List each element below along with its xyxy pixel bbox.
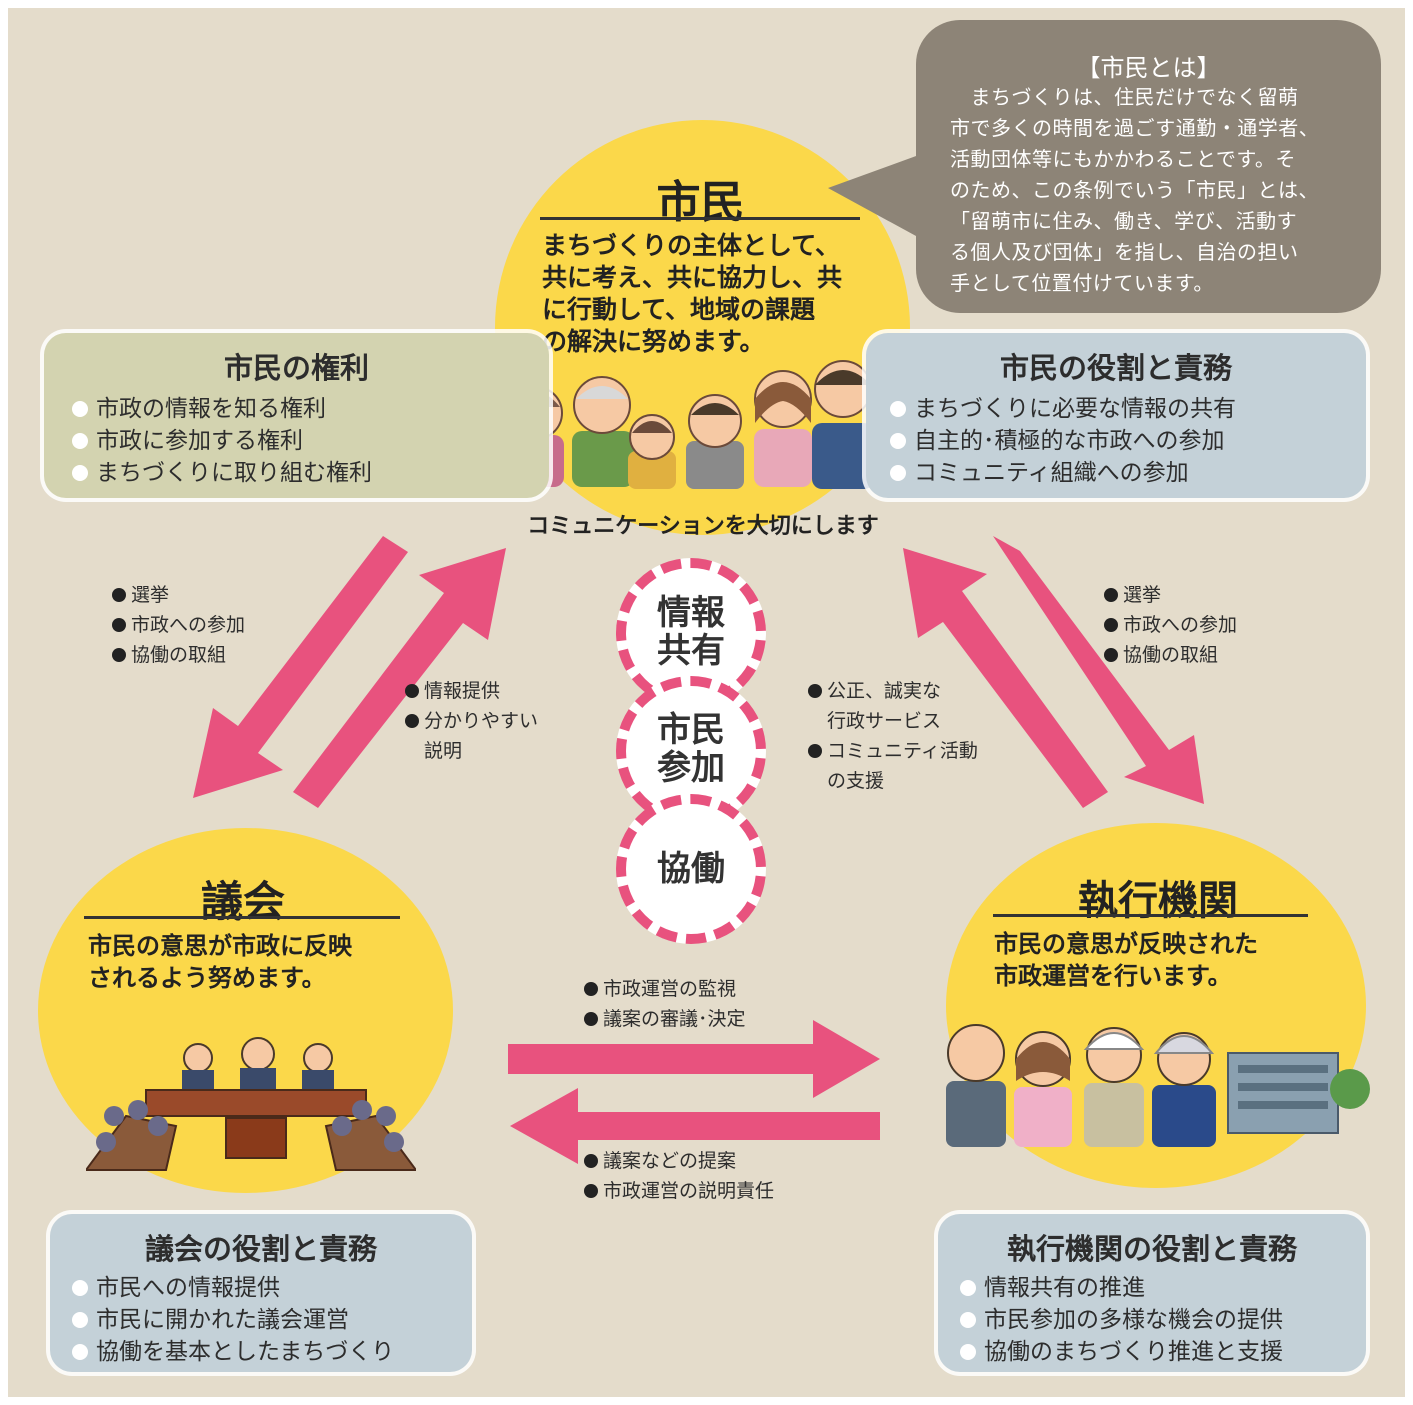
executive-roles-box: 執行機関の役割と責務 情報共有の推進 市民参加の多様な機会の提供 協働のまちづく… <box>938 1214 1366 1372</box>
note-center-top: 市政運営の監視 議案の審議･決定 <box>584 974 746 1034</box>
arrow-executive-to-council <box>510 1088 880 1164</box>
citizen-roles-box: 市民の役割と責務 まちづくりに必要な情報の共有 自主的･積極的な市政への参加 コ… <box>866 333 1366 498</box>
pillar-label-participation: 市民 参加 <box>657 710 725 788</box>
callout-title: 【市民とは】 <box>1076 54 1221 82</box>
note-left-down: 情報提供 分かりやすい 説明 <box>405 676 538 766</box>
citizen-roles-title: 市民の役割と責務 <box>999 351 1232 385</box>
executive-title: 執行機関 <box>1078 878 1238 924</box>
person-father <box>812 360 874 489</box>
list-item: コミュニティ組織への参加 <box>890 457 1236 489</box>
council-roles-title: 議会の役割と責務 <box>144 1232 377 1266</box>
callout-citizen-definition: 【市民とは】 まちづくりは、住民だけでなく留萌 市で多くの時間を過ごす通勤・通学… <box>916 20 1381 313</box>
person-grandpa <box>572 376 634 487</box>
executive-staff-illustration <box>946 1024 1370 1147</box>
diagram-canvas: 市民 まちづくりの主体として、 共に考え、共に協力し、共 に行動して、地域の課題… <box>8 8 1405 1397</box>
council-roles-list: 市民への情報提供 市民に開かれた議会運営 協働を基本としたまちづくり <box>72 1272 394 1368</box>
citizen-rights-box: 市民の権利 市政の情報を知る権利 市政に参加する権利 まちづくりに取り組む権利 <box>44 333 549 498</box>
list-item: 市民参加の多様な機会の提供 <box>960 1304 1283 1336</box>
arrow-citizen-to-executive <box>993 536 1204 804</box>
callout-text: まちづくりは、住民だけでなく留萌 市で多くの時間を過ごす通勤・通学者、 活動団体… <box>950 85 1320 295</box>
citizen-title: 市民 <box>656 177 745 228</box>
communication-label: コミュニケーションを大切にします <box>527 514 879 539</box>
list-item: まちづくりに取り組む権利 <box>72 457 372 489</box>
pillar-label-collaboration: 協働 <box>657 849 725 889</box>
list-item: 市民に開かれた議会運営 <box>72 1304 394 1336</box>
callout-pointer <box>828 148 938 248</box>
council-title: 議会 <box>200 877 285 926</box>
citizen-roles-list: まちづくりに必要な情報の共有 自主的･積極的な市政への参加 コミュニティ組織への… <box>890 393 1236 489</box>
executive-roles-title: 執行機関の役割と責務 <box>1006 1232 1297 1266</box>
council-roles-box: 議会の役割と責務 市民への情報提供 市民に開かれた議会運営 協働を基本としたまち… <box>50 1214 472 1372</box>
arrow-executive-to-citizen <box>903 548 1108 808</box>
note-right-down: 公正、誠実な 行政サービス コミュニティ活動 の支援 <box>808 676 978 796</box>
list-item: 自主的･積極的な市政への参加 <box>890 425 1236 457</box>
list-item: 協働を基本としたまちづくり <box>72 1336 394 1368</box>
arrows-layer <box>193 536 1204 1164</box>
list-item: まちづくりに必要な情報の共有 <box>890 393 1236 425</box>
citizen-rights-title: 市民の権利 <box>223 351 369 385</box>
citizen-family-illustration <box>508 360 874 489</box>
note-right-up: 選挙 市政への参加 協働の取組 <box>1104 580 1237 670</box>
executive-roles-list: 情報共有の推進 市民参加の多様な機会の提供 協働のまちづくり推進と支援 <box>960 1272 1283 1368</box>
arrow-council-to-executive <box>508 1020 880 1098</box>
list-item: 市政に参加する権利 <box>72 425 372 457</box>
citizen-rights-list: 市政の情報を知る権利 市政に参加する権利 まちづくりに取り組む権利 <box>72 393 372 489</box>
arrow-council-to-citizen <box>293 548 506 808</box>
council-description: 市民の意思が市政に反映 されるよう努めます。 <box>88 932 352 992</box>
pillar-label-info-sharing: 情報 共有 <box>657 593 725 671</box>
citizen-title-rule <box>540 217 860 220</box>
person-boy <box>686 394 744 489</box>
citizen-description: まちづくりの主体として、 共に考え、共に協力し、共 に行動して、地域の課題 の解… <box>542 231 843 356</box>
list-item: 情報共有の推進 <box>960 1272 1283 1304</box>
executive-description: 市民の意思が反映された 市政運営を行います。 <box>994 930 1258 990</box>
list-item: 市民への情報提供 <box>72 1272 394 1304</box>
list-item: 協働のまちづくり推進と支援 <box>960 1336 1283 1368</box>
note-center-bottom: 議案などの提案 市政運営の説明責任 <box>584 1146 774 1206</box>
note-left-up: 選挙 市政への参加 協働の取組 <box>112 580 245 670</box>
council-title-rule <box>84 916 400 919</box>
pillar-bubble-collaboration <box>616 794 766 944</box>
list-item: 市政の情報を知る権利 <box>72 393 372 425</box>
person-girl <box>628 414 676 489</box>
executive-title-rule <box>993 914 1308 917</box>
council-assembly-illustration <box>86 1037 416 1171</box>
arrow-citizen-to-council <box>193 536 408 798</box>
person-mother <box>754 370 812 487</box>
